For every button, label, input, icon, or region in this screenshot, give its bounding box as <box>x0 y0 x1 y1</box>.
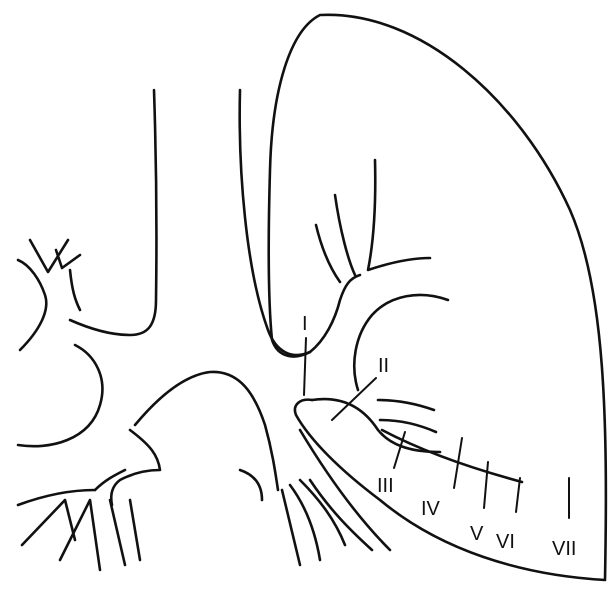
left-main-bronchus-lower <box>111 430 160 505</box>
station-7-label: VII <box>552 538 576 560</box>
left-mediastinal-line <box>70 90 156 335</box>
left-middle-curve <box>18 345 102 446</box>
station-5-label: V <box>470 523 484 545</box>
center-mediastinal-line <box>240 90 310 355</box>
station-6-label: VI <box>496 531 515 553</box>
station-1-label: I <box>302 313 308 335</box>
station-2-tick <box>332 378 376 420</box>
station-3-label: III <box>377 475 394 497</box>
lower-bronchus-branch-1 <box>378 400 434 410</box>
upper-bronchus-left-branch <box>316 225 340 282</box>
left-lower-fan-2 <box>22 500 75 545</box>
station-2-label: II <box>378 355 389 377</box>
left-upper-bronchus <box>18 260 46 350</box>
station-5-tick <box>484 462 488 508</box>
left-carina-curve <box>240 470 262 500</box>
upper-bronchus-mid-branch <box>335 195 355 275</box>
left-lower-fan-4 <box>110 500 140 565</box>
left-lower-fan-3 <box>60 500 100 570</box>
station-6-tick <box>516 478 520 512</box>
lower-bronchus-branch-2 <box>380 420 436 432</box>
left-lower-fan-1 <box>18 490 95 505</box>
hilar-lower-fan-1 <box>282 490 300 565</box>
station-1-tick <box>304 338 306 395</box>
upper-bronchus-right-branch <box>368 160 430 270</box>
station-4-label: IV <box>421 498 441 520</box>
left-main-bronchus-upper <box>135 372 278 490</box>
left-upper-fork <box>30 240 80 310</box>
